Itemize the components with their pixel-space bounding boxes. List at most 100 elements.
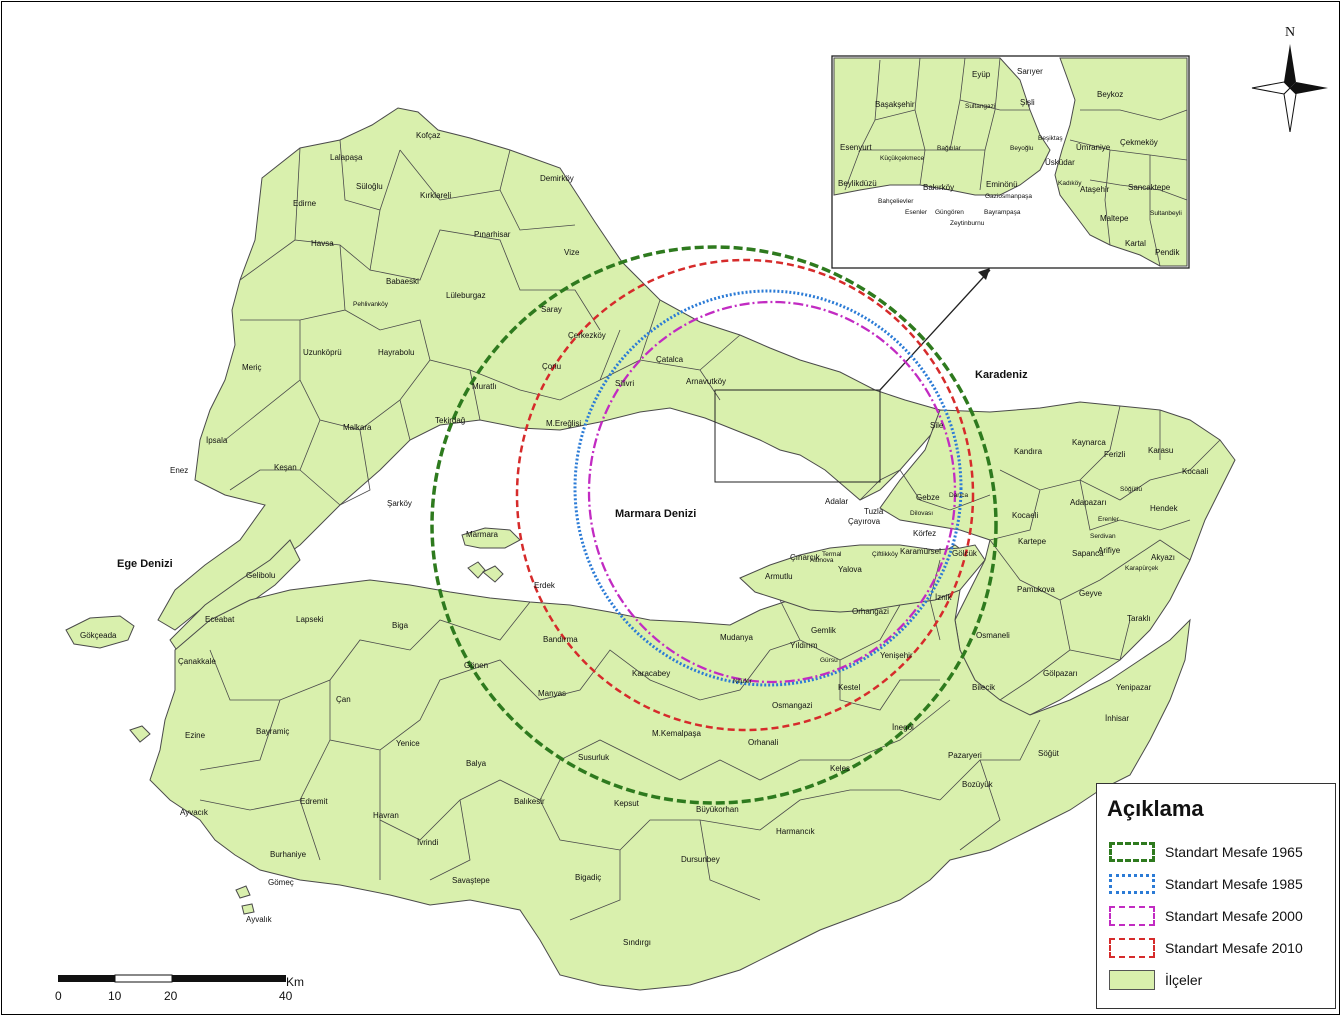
district-label: Demirköy [540, 174, 574, 183]
district-label: Büyükorhan [696, 805, 739, 814]
district-label: Yenipazar [1116, 683, 1152, 692]
district-label: Karamürsel [900, 547, 941, 556]
inset-label: Kadıköy [1058, 180, 1082, 187]
district-label: Biga [392, 621, 409, 630]
inset-label: Üsküdar [1045, 158, 1075, 167]
inset-label: Çekmeköy [1120, 138, 1158, 147]
district-label: M.Ereğlisi [546, 419, 581, 428]
district-label: Akyazı [1151, 553, 1175, 562]
legend-swatch [1109, 970, 1155, 990]
district-label: Lapseki [296, 615, 324, 624]
label-karadeniz: Karadeniz [975, 369, 1028, 381]
district-label: Çerkezköy [568, 331, 606, 340]
circle-1985 [573, 289, 963, 687]
inset-label: Zeytinburnu [950, 220, 985, 227]
district-label: İpsala [206, 436, 228, 445]
inset-arrow [879, 269, 991, 391]
district-label: Bilecik [972, 683, 996, 692]
district-label: Gölcük [952, 549, 978, 558]
district-label: Muratlı [472, 382, 496, 391]
inset-label: Başakşehir [875, 100, 915, 109]
district-label: Saray [541, 305, 562, 314]
north-arrow: N [1248, 22, 1332, 132]
district-label: Bigadiç [575, 873, 601, 882]
district-label: İnegöl [892, 723, 914, 732]
legend-item-ilceler: İlçeler [1109, 968, 1335, 994]
scale-tick-0: 0 [55, 989, 62, 1003]
inset-label: Kartal [1125, 239, 1146, 248]
district-label: Sapanca [1072, 549, 1104, 558]
district-label: Çınarcık [790, 553, 821, 562]
inset-label: Gaziosmanpaşa [985, 193, 1032, 200]
legend-item-1965: Standart Mesafe 1965 [1109, 840, 1335, 866]
district-label: Arifiye [1098, 546, 1121, 555]
scale-tick-40: 40 [279, 989, 293, 1003]
district-label: Bozüyük [962, 780, 994, 789]
legend-item-1985: Standart Mesafe 1985 [1109, 872, 1335, 898]
inset-arrowhead [978, 268, 990, 280]
district-label: Geyve [1079, 589, 1103, 598]
district-label: Erdek [534, 581, 556, 590]
inset-label: Maltepe [1100, 214, 1129, 223]
legend-swatch [1109, 938, 1155, 958]
district-label: Yıldırım [790, 641, 818, 650]
district-label: Darıca [949, 492, 969, 499]
island-pasalimani [482, 565, 504, 583]
inset-label: Şişli [1020, 98, 1035, 107]
district-label: Söğüt [1038, 749, 1060, 758]
district-label: Balya [466, 759, 487, 768]
inset-label: Bağcılar [937, 145, 962, 152]
inset-label: Esenyurt [840, 143, 872, 152]
inset-label: Ümraniye [1076, 143, 1111, 152]
scale-tick-20: 20 [164, 989, 178, 1003]
district-label: Pehlivanköy [353, 301, 389, 308]
inset-label: Eyüp [972, 70, 991, 79]
district-label: Meriç [242, 363, 262, 372]
district-label: Gömeç [268, 878, 294, 887]
legend-title: Açıklama [1107, 796, 1204, 821]
district-label: Lalapaşa [330, 153, 363, 162]
district-label: Dilovası [910, 510, 933, 517]
island-avsa [467, 561, 486, 579]
inset-label: Sarıyer [1017, 67, 1043, 76]
island-marmara [461, 527, 521, 549]
district-label: Çanakkale [178, 657, 216, 666]
district-label: Arnavutköy [686, 377, 726, 386]
district-label: Tuzla [864, 507, 884, 516]
district-label: Bayramiç [256, 727, 289, 736]
inset-label: Sancaktepe [1128, 183, 1171, 192]
district-label: Yalova [838, 565, 862, 574]
legend-label: Standart Mesafe 1965 [1165, 844, 1303, 860]
island-small-2 [241, 903, 255, 915]
district-label: Gökçeada [80, 631, 117, 640]
district-label: Gemlik [811, 626, 837, 635]
district-label: Gürsu [820, 657, 838, 664]
district-label: Kocaali [1182, 467, 1208, 476]
district-label: Orhanali [748, 738, 778, 747]
district-label: Termal [822, 551, 842, 558]
district-label: Yenice [396, 739, 420, 748]
district-label: Manyas [538, 689, 566, 698]
district-label: Şarköy [387, 499, 412, 508]
inset-label: Bayrampaşa [984, 209, 1021, 216]
district-label: Osmaneli [976, 631, 1010, 640]
legend-swatch [1109, 906, 1155, 926]
inset-label: Beylikdüzü [838, 179, 877, 188]
district-label: Karasu [1148, 446, 1173, 455]
circle-2000 [587, 300, 957, 684]
district-label: Orhangazi [852, 607, 889, 616]
district-label: Adalar [825, 497, 848, 506]
district-label: Harmancık [776, 827, 816, 836]
land-thrace [157, 107, 941, 631]
district-label: Havran [373, 811, 399, 820]
district-label: Pazaryeri [948, 751, 982, 760]
legend-swatch [1109, 874, 1155, 894]
district-label: Karapürçek [1125, 565, 1159, 572]
inset-label: Beyoğlu [1010, 145, 1034, 152]
district-label: Armutlu [765, 572, 793, 581]
district-label: Kandıra [1014, 447, 1043, 456]
district-label: Uzunköprü [303, 348, 342, 357]
district-label: Ezine [185, 731, 206, 740]
district-boundaries [199, 139, 1221, 921]
district-label: Pınarhisar [474, 230, 511, 239]
